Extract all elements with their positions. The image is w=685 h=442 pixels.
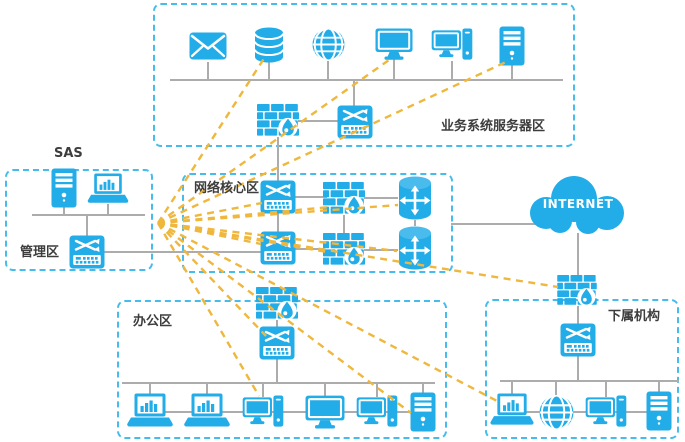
- mgmt-server-icon: [51, 168, 77, 208]
- office-firewall-icon: [256, 287, 298, 321]
- servers-switch-icon: [337, 105, 373, 139]
- office-workstation-2-icon: [355, 395, 399, 429]
- office-monitor-icon: [305, 395, 345, 429]
- office-workstation-1-icon: [241, 395, 285, 429]
- branch-laptop-icon: [490, 393, 534, 427]
- core-router-2-icon: [397, 225, 433, 271]
- zone-management: [5, 169, 153, 271]
- office-switch-icon: [259, 326, 295, 360]
- core-router-1-icon: [397, 175, 433, 221]
- mail-server-icon: [189, 32, 227, 60]
- branch-workstation-icon: [584, 395, 628, 429]
- office-laptop-1-icon: [127, 393, 173, 429]
- rack-server-icon: [499, 26, 525, 66]
- workstation-server-icon: [430, 28, 474, 62]
- branch-switch-icon: [560, 323, 596, 357]
- core-firewall-2-icon: [323, 233, 365, 267]
- office-laptop-2-icon: [184, 393, 230, 429]
- mgmt-switch-icon: [69, 235, 105, 269]
- internet-label: INTERNET: [542, 197, 614, 211]
- branch-server-icon: [646, 391, 672, 431]
- branch-web-icon: [539, 394, 574, 430]
- mgmt-laptop-icon: [87, 173, 129, 205]
- core-firewall-1-icon: [323, 182, 365, 216]
- web-server-icon: [311, 27, 345, 61]
- database-server-icon: [254, 27, 284, 63]
- office-server-icon: [410, 392, 436, 432]
- core-switch-2-icon: [260, 231, 296, 265]
- display-server-icon: [375, 28, 413, 60]
- internet-firewall-icon: [557, 275, 597, 307]
- core-switch-1-icon: [260, 180, 296, 214]
- servers-firewall-icon: [257, 104, 299, 138]
- internet-cloud-icon: INTERNET: [526, 171, 630, 235]
